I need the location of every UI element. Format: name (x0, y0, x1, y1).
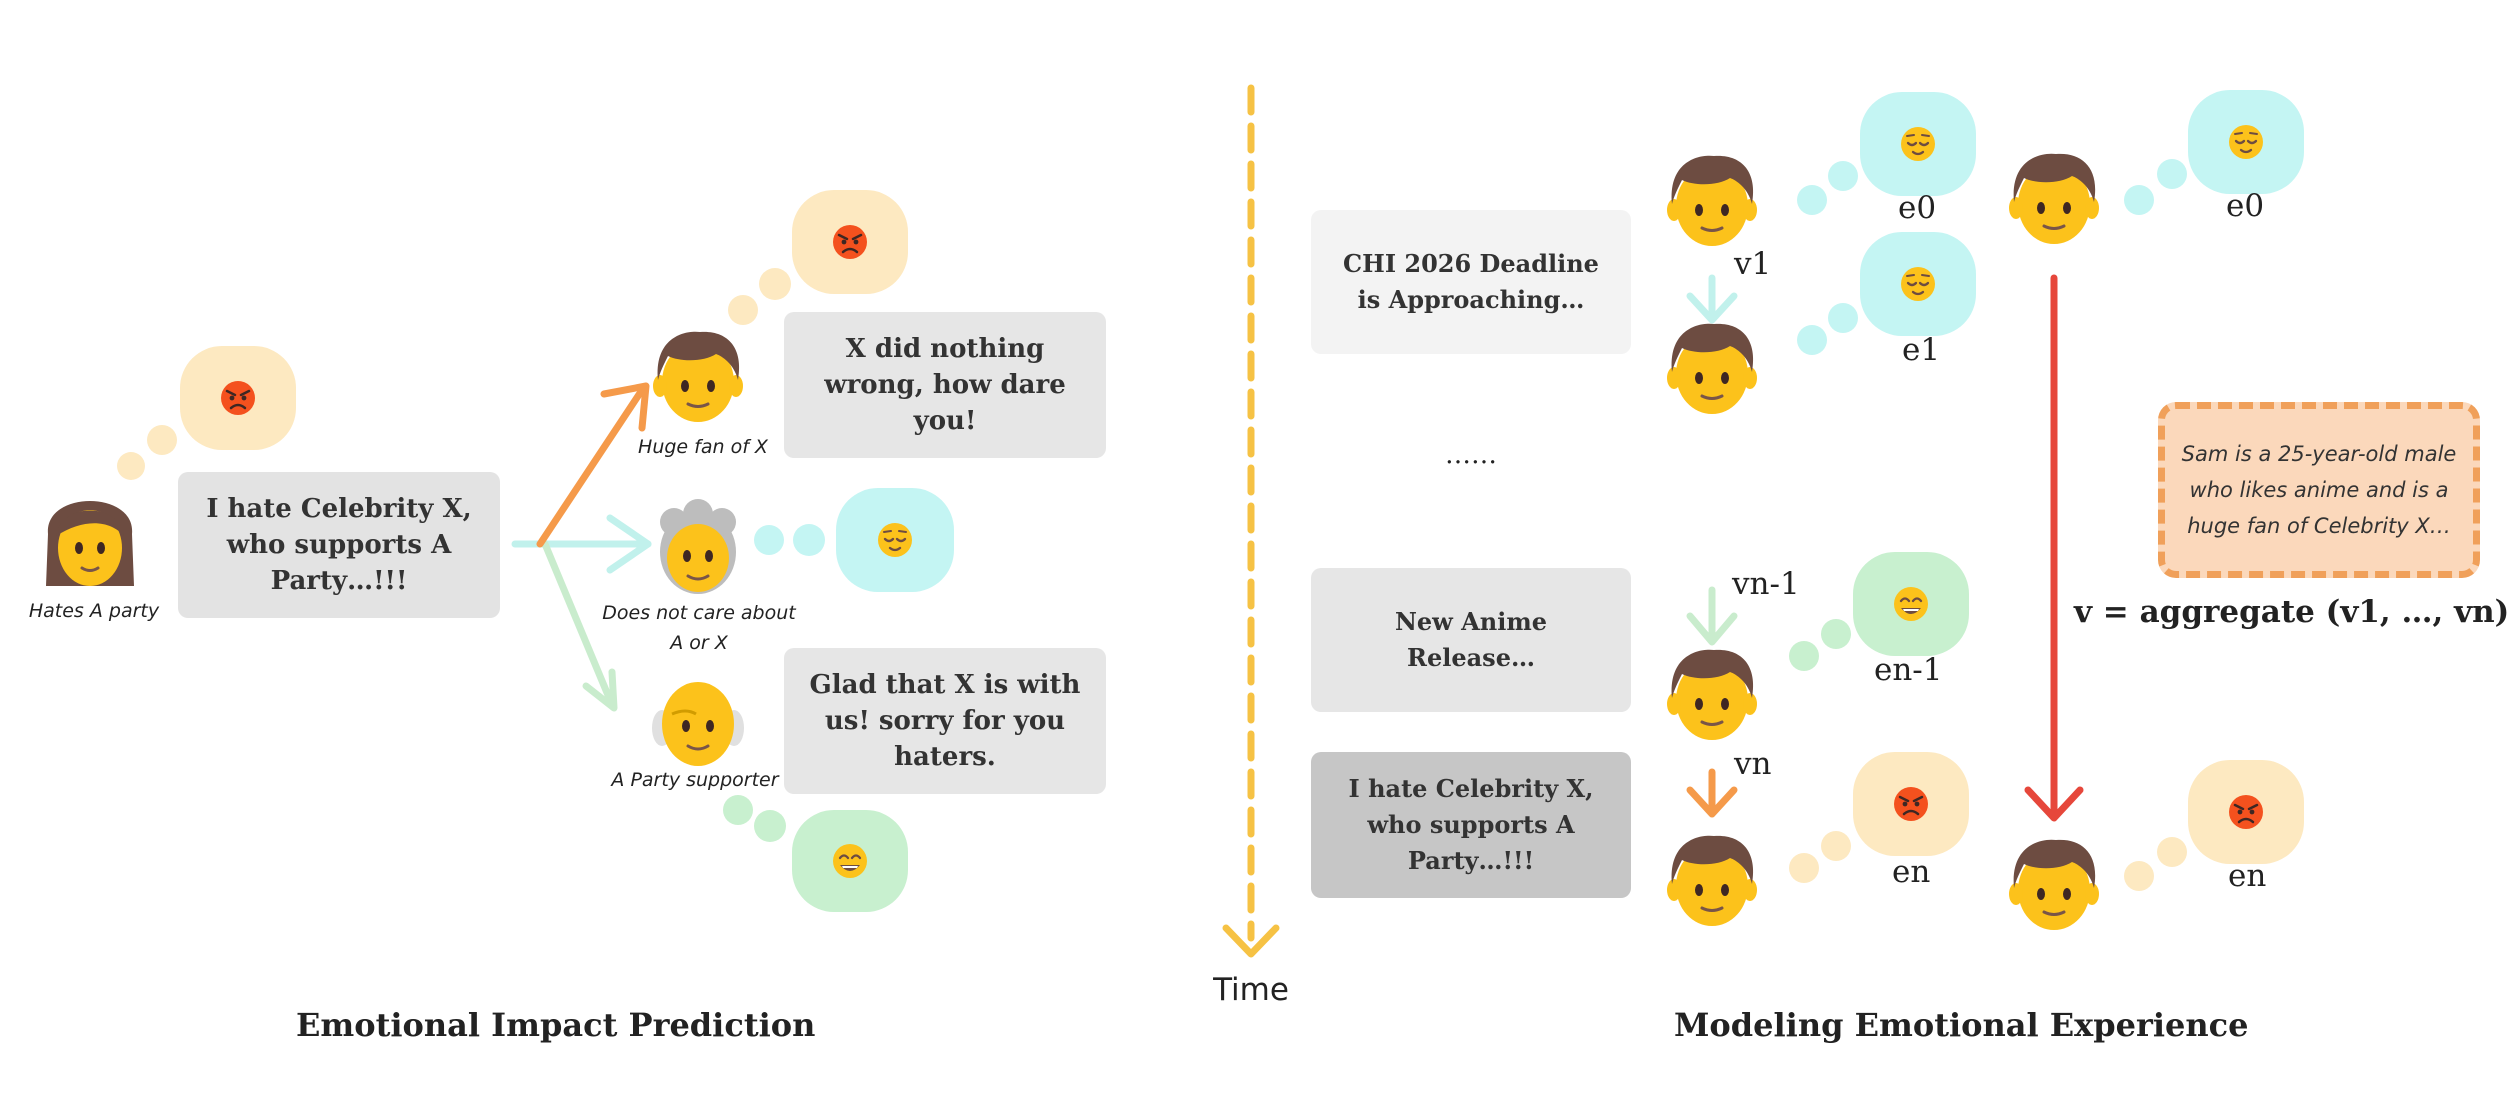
angry-emoji-icon (831, 223, 869, 261)
man-face-icon (1665, 154, 1759, 248)
elderly-face-icon (650, 680, 746, 768)
teal-arrow (1686, 292, 1738, 324)
post-text-box: I hate Celebrity X, who supports A Party… (178, 472, 500, 618)
label-vn: vn (1734, 746, 1772, 782)
man-face-icon (651, 330, 745, 424)
reader2-caption: Does not care about A or X (602, 602, 796, 654)
event-box-3: I hate Celebrity X, who supports A Party… (1311, 752, 1631, 898)
right-panel-title: Modeling Emotional Experience (1674, 1006, 2249, 1044)
label-en: en (1892, 854, 1931, 890)
label-agg-e0: e0 (2226, 188, 2265, 224)
elderly-face-icon (658, 497, 738, 596)
green-arrow (582, 668, 618, 712)
orange-arrow (1686, 786, 1738, 818)
reader3-caption: A Party supporter (611, 769, 779, 791)
aggregate-formula: v = aggregate (v1, …, vn) (2074, 594, 2510, 630)
label-e0: e0 (1898, 190, 1937, 226)
relieved-emoji-icon (876, 521, 914, 559)
grinning-emoji-icon (1892, 585, 1930, 623)
woman-face-icon (44, 499, 136, 588)
label-agg-en: en (2228, 858, 2267, 894)
red-arrow (2024, 786, 2084, 822)
label-vn-1: vn-1 (1732, 566, 1800, 602)
man-face-icon (2007, 838, 2101, 932)
man-face-icon (1665, 834, 1759, 928)
grinning-emoji-icon (831, 842, 869, 880)
time-axis (1222, 84, 1280, 958)
reader1-reply-box: X did nothing wrong, how dare you! (784, 312, 1106, 458)
reader1-caption: Huge fan of X (638, 436, 768, 458)
man-face-icon (1665, 648, 1759, 742)
relieved-emoji-icon (1899, 265, 1937, 303)
event-box-2: New Anime Release… (1311, 568, 1631, 712)
angry-emoji-icon (2227, 793, 2265, 831)
label-e1: e1 (1902, 332, 1941, 368)
reader3-reply-box: Glad that X is with us! sorry for you ha… (784, 648, 1106, 794)
time-axis-label: Time (1213, 972, 1289, 1008)
angry-emoji-icon (1892, 785, 1930, 823)
relieved-emoji-icon (2227, 123, 2265, 161)
label-v1: v1 (1734, 246, 1772, 282)
left-panel (44, 190, 954, 912)
label-en-1: en-1 (1874, 652, 1943, 688)
event-box-1: CHI 2026 Deadline is Approaching… (1311, 210, 1631, 354)
right-panel (1665, 90, 2304, 932)
relieved-emoji-icon (1899, 125, 1937, 163)
man-face-icon (2007, 152, 2101, 246)
teal-arrow (606, 514, 652, 574)
man-face-icon (1665, 322, 1759, 416)
orange-arrow (600, 382, 650, 432)
speaker-caption: Hates A party (28, 600, 160, 622)
angry-emoji-icon (219, 379, 257, 417)
green-arrow (1686, 612, 1738, 646)
ellipsis-text: …… (1445, 440, 1497, 470)
persona-description-box: Sam is a 25-year-old male who likes anim… (2158, 402, 2480, 578)
left-panel-title: Emotional Impact Prediction (296, 1006, 816, 1044)
